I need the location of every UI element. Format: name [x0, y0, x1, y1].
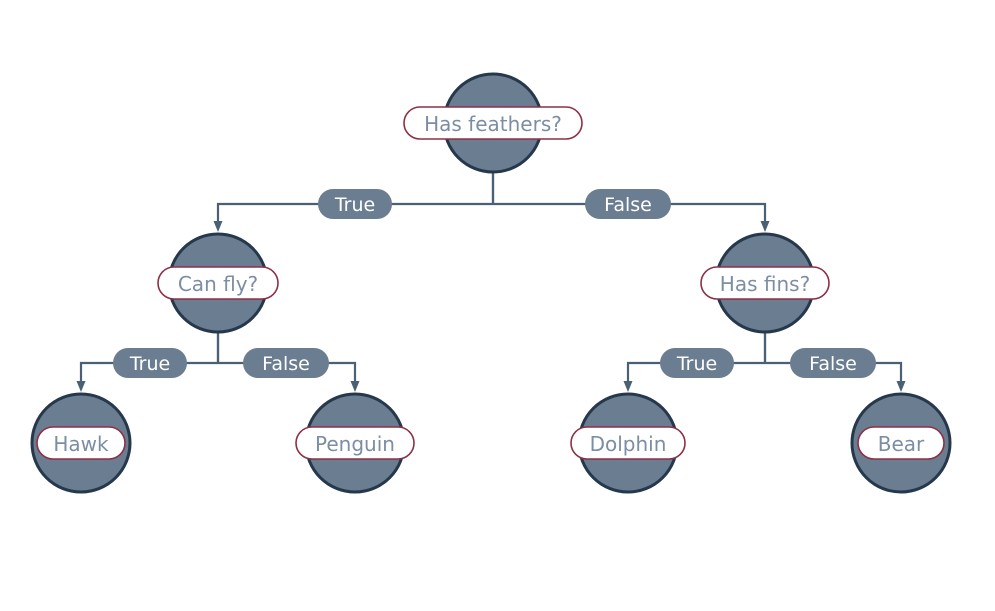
node-label-pill	[157, 266, 279, 300]
edge-label-pill	[790, 348, 876, 378]
edge-label-false-hasfins[interactable]: False	[585, 189, 671, 219]
node-label-text: Has feathers?	[424, 112, 562, 136]
node-hasfins[interactable]: Has fins?	[700, 232, 830, 334]
edge-label-pill	[113, 348, 187, 378]
node-layer: Has feathers? Can fly? Has fins? Hawk Pengui…	[30, 72, 952, 494]
node-label-pill	[857, 426, 945, 460]
edge-label-true-canfly[interactable]: True	[318, 189, 392, 219]
edge-label-text: False	[604, 194, 652, 216]
edge-label-true-hawk[interactable]: True	[113, 348, 187, 378]
edge-label-false-bear[interactable]: False	[790, 348, 876, 378]
edge-connector-path	[493, 202, 767, 221]
node-hawk[interactable]: Hawk	[30, 392, 132, 494]
edge-arrowhead-icon	[896, 381, 906, 392]
node-label-pill	[295, 426, 415, 460]
edge-label-false-penguin[interactable]: False	[243, 348, 329, 378]
node-label-text: Dolphin	[590, 432, 667, 456]
edge-label-pill	[660, 348, 734, 378]
edge-label-true-dolphin[interactable]: True	[660, 348, 734, 378]
node-label-text: Hawk	[53, 432, 109, 456]
edge-label-text: False	[262, 353, 310, 375]
edge-arrowhead-icon	[760, 221, 770, 232]
edge-arrowhead-icon	[213, 221, 223, 232]
edge-label-text: True	[676, 353, 717, 375]
edge-label-text: True	[334, 194, 375, 216]
node-label-text: Has fins?	[720, 272, 810, 296]
node-label-pill	[403, 106, 583, 140]
node-penguin[interactable]: Penguin	[295, 392, 415, 494]
edge-root-to-hasfins	[491, 172, 770, 232]
node-label-pill	[570, 426, 686, 460]
node-label-pill	[700, 266, 830, 300]
node-root[interactable]: Has feathers?	[403, 72, 583, 174]
edge-arrowhead-icon	[76, 381, 86, 392]
node-label-text: Penguin	[315, 432, 395, 456]
node-dolphin[interactable]: Dolphin	[570, 392, 686, 494]
edge-label-pill	[585, 189, 671, 219]
node-label-text: Bear	[878, 432, 925, 456]
edge-label-pill	[318, 189, 392, 219]
edge-arrowhead-icon	[623, 381, 633, 392]
node-bear[interactable]: Bear	[850, 392, 952, 494]
edge-label-pill	[243, 348, 329, 378]
node-label-text: Can fly?	[178, 272, 258, 296]
node-label-pill	[36, 426, 126, 460]
edge-label-text: False	[809, 353, 857, 375]
edge-connector-path	[216, 202, 493, 221]
edge-arrowhead-icon	[350, 381, 360, 392]
node-canfly[interactable]: Can fly?	[157, 232, 279, 334]
edge-label-text: True	[129, 353, 170, 375]
